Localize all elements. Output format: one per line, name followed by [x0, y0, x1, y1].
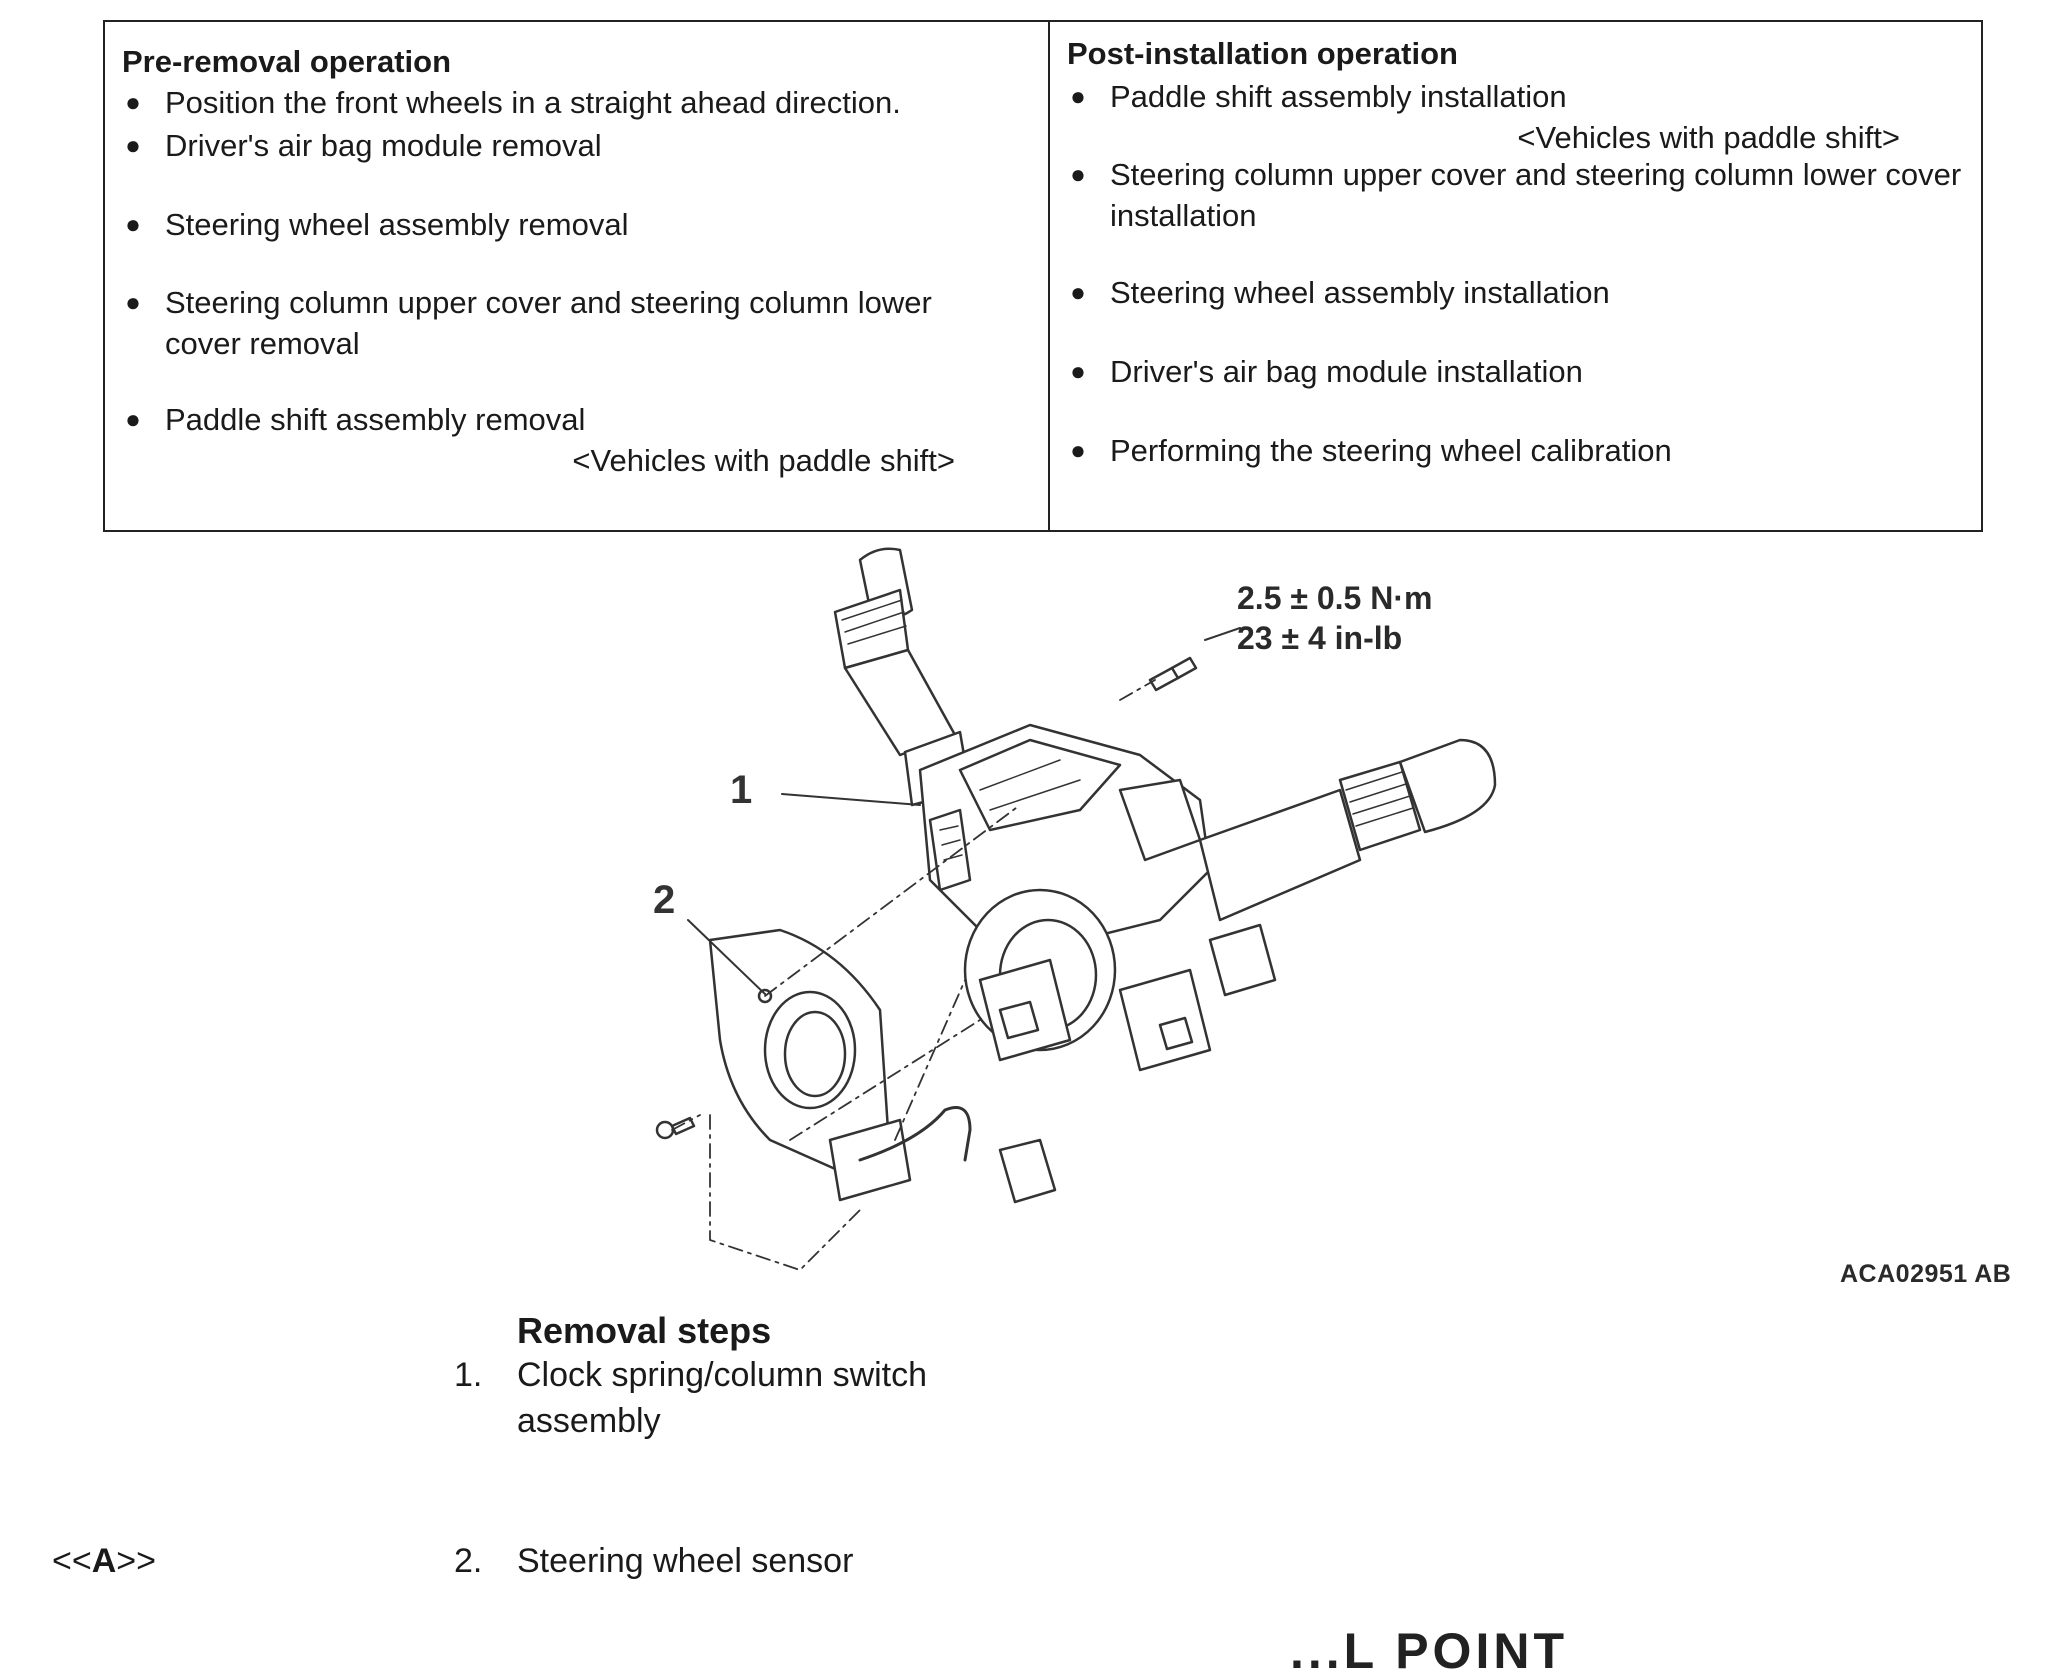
bullet-icon: ●	[1070, 435, 1086, 465]
post-installation-item: ● Steering column upper cover and steeri…	[1070, 154, 1970, 236]
bullet-icon: ●	[125, 404, 141, 434]
item-text: Steering wheel assembly installation	[1110, 275, 1610, 310]
step-text: Steering wheel sensor	[517, 1542, 854, 1580]
bullet-icon: ●	[1070, 277, 1086, 307]
step-text: Clock spring/column switch assembly	[517, 1356, 928, 1440]
post-installation-column: Post-installation operation ● Paddle shi…	[1050, 22, 1981, 530]
removal-step: 1. Clock spring/column switch assembly	[454, 1352, 1037, 1444]
pre-removal-column: Pre-removal operation ● Position the fro…	[105, 22, 1048, 530]
bullet-icon: ●	[1070, 159, 1086, 189]
item-text: Position the front wheels in a straight …	[165, 85, 901, 120]
torque-value-imperial: 23 ± 4 in-lb	[1237, 620, 1403, 656]
item-text: Driver's air bag module removal	[165, 128, 602, 163]
service-point-reference: <<A>>	[52, 1542, 156, 1581]
table-divider	[1048, 22, 1050, 530]
post-installation-item: ● Driver's air bag module installation	[1070, 351, 1970, 392]
left-stalk-lever	[833, 547, 972, 807]
removal-steps-heading: Removal steps	[517, 1310, 772, 1351]
post-installation-item: ● Performing the steering wheel calibrat…	[1070, 430, 1970, 471]
post-installation-heading: Post-installation operation	[1067, 36, 1458, 71]
item-text: Steering column upper cover and steering…	[1110, 157, 1962, 233]
exploded-view-figure: 2.5 ± 0.5 N·m 23 ± 4 in-lb 1 2	[560, 540, 1600, 1300]
figure-code: ACA02951 AB	[1840, 1260, 2012, 1288]
item-text: Paddle shift assembly installation	[1110, 79, 1567, 114]
clock-spring-column-switch-illustration	[655, 547, 1497, 1271]
pre-removal-item: ● Driver's air bag module removal	[125, 125, 1025, 166]
step-number: 2.	[454, 1542, 483, 1580]
steering-wheel-sensor	[708, 928, 1057, 1204]
ref-letter: A	[91, 1542, 117, 1580]
callout-1: 1	[730, 768, 753, 812]
item-note: <Vehicles with paddle shift>	[1517, 120, 1900, 155]
pre-removal-item: ● Position the front wheels in a straigh…	[125, 82, 1025, 123]
item-text: Performing the steering wheel calibratio…	[1110, 433, 1672, 468]
assembly-guide-lines	[671, 679, 1156, 1271]
item-text: Paddle shift assembly removal	[165, 402, 586, 437]
lower-connectors	[978, 923, 1277, 1072]
post-installation-item: ● Paddle shift assembly installation <Ve…	[1070, 76, 1900, 158]
item-note: <Vehicles with paddle shift>	[572, 443, 955, 478]
callout-2: 2	[653, 878, 676, 922]
bullet-icon: ●	[125, 209, 141, 239]
pre-removal-item: ● Steering wheel assembly removal	[125, 204, 1025, 245]
operations-table: Pre-removal operation ● Position the fro…	[103, 20, 1983, 532]
footer-heading-fragment: ...L POINT	[1290, 1623, 1568, 1679]
bullet-icon: ●	[125, 130, 141, 160]
item-text: Steering wheel assembly removal	[165, 207, 629, 242]
leader-lines	[687, 627, 1241, 995]
post-installation-item: ● Steering wheel assembly installation	[1070, 272, 1970, 313]
item-text: Steering column upper cover and steering…	[165, 285, 932, 361]
ref-close: >>	[116, 1542, 156, 1580]
bullet-icon: ●	[1070, 356, 1086, 386]
column-switch-body	[918, 723, 1212, 942]
pre-removal-item: ● Steering column upper cover and steeri…	[125, 282, 1005, 364]
step-number: 1.	[454, 1356, 483, 1394]
item-text: Driver's air bag module installation	[1110, 354, 1583, 389]
screw-icons	[655, 656, 1198, 1140]
pre-removal-heading: Pre-removal operation	[122, 44, 452, 79]
bullet-icon: ●	[1070, 81, 1086, 111]
ref-open: <<	[52, 1542, 92, 1580]
right-stalk-lever	[1198, 738, 1497, 922]
removal-step: 2. Steering wheel sensor	[454, 1538, 1117, 1584]
bullet-icon: ●	[125, 87, 141, 117]
bullet-icon: ●	[125, 287, 141, 317]
torque-value-metric: 2.5 ± 0.5 N·m	[1237, 580, 1433, 616]
pre-removal-item: ● Paddle shift assembly removal <Vehicle…	[125, 399, 955, 481]
